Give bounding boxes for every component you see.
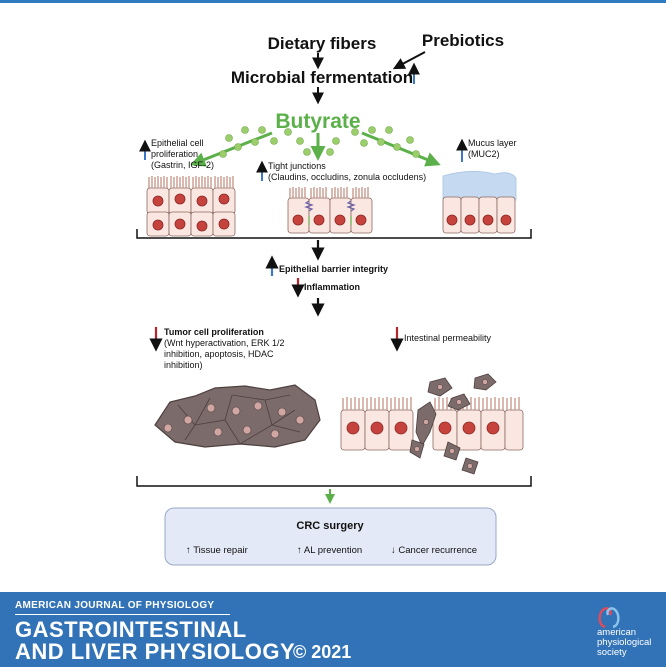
- barrier-integrity-label: Epithelial barrier integrity: [279, 264, 388, 274]
- butyrate-molecules: [219, 126, 420, 158]
- epithelium-permeability: [340, 373, 524, 475]
- crc-item-tissue-repair: ↑ Tissue repair: [186, 545, 248, 556]
- journal-title-line2: AND LIVER PHYSIOLOGY: [15, 639, 296, 664]
- society-line2: physiological: [597, 637, 652, 648]
- crc-surgery-box: CRC surgery ↑ Tissue repair ↑ AL prevent…: [164, 507, 497, 566]
- tumor-line3: inhibition, apoptosis, HDAC: [164, 349, 274, 359]
- tumor-line1: Tumor cell proliferation: [164, 327, 264, 337]
- society-line1: american: [597, 627, 637, 638]
- epithelial-prolif-line1: Epithelial cell: [151, 138, 204, 148]
- aps-logo-icon: [598, 607, 620, 629]
- mucus-line1: Mucus layer: [468, 138, 517, 148]
- arrow-prebiotics-to-fermentation: [392, 51, 426, 70]
- permeability-label: Intestinal permeability: [404, 333, 492, 343]
- prebiotics-label: Prebiotics: [422, 31, 504, 50]
- tumor-cell-mass: [154, 384, 321, 448]
- butyrate-label: Butyrate: [275, 110, 360, 133]
- tumor-line2: (Wnt hyperactivation, ERK 1/2: [164, 338, 285, 348]
- copyright: © 2021: [293, 642, 352, 662]
- crc-surgery-title: CRC surgery: [296, 520, 364, 532]
- society-line3: society: [597, 647, 627, 658]
- society-name: american physiological society: [597, 628, 651, 658]
- top-rule: [0, 0, 666, 3]
- inflammation-label: Inflammation: [304, 282, 360, 292]
- epithelial-prolif-line3: (Gastrin, IGF-2): [151, 160, 214, 170]
- epithelium-tight-junctions: [287, 187, 373, 234]
- epithelium-mucus: [442, 171, 517, 234]
- epithelial-prolif-line2: proliferation: [151, 149, 198, 159]
- tumor-line4: inhibition): [164, 360, 203, 370]
- microbial-fermentation-label: Microbial fermentation: [231, 68, 413, 87]
- journal-title-line1: GASTROINTESTINAL: [15, 617, 247, 642]
- crc-item-al-prevention: ↑ AL prevention: [297, 545, 362, 556]
- tight-junctions-line2: (Claudins, occludins, zonula occludens): [268, 172, 426, 182]
- tight-junctions-line1: Tight junctions: [268, 161, 326, 171]
- journal-footer: AMERICAN JOURNAL OF PHYSIOLOGY GASTROINT…: [0, 592, 666, 667]
- journal-rule: [15, 614, 230, 615]
- bracket-bottom: [136, 476, 532, 487]
- dietary-fibers-label: Dietary fibers: [268, 34, 377, 53]
- epithelium-proliferation: [146, 176, 236, 237]
- bracket-top: [136, 229, 532, 239]
- journal-name-small: AMERICAN JOURNAL OF PHYSIOLOGY: [15, 600, 215, 611]
- diagram: Dietary fibers Prebiotics Microbial ferm…: [136, 31, 532, 566]
- mucus-line2: (MUC2): [468, 149, 500, 159]
- crc-item-cancer-recurrence: ↓ Cancer recurrence: [391, 545, 477, 556]
